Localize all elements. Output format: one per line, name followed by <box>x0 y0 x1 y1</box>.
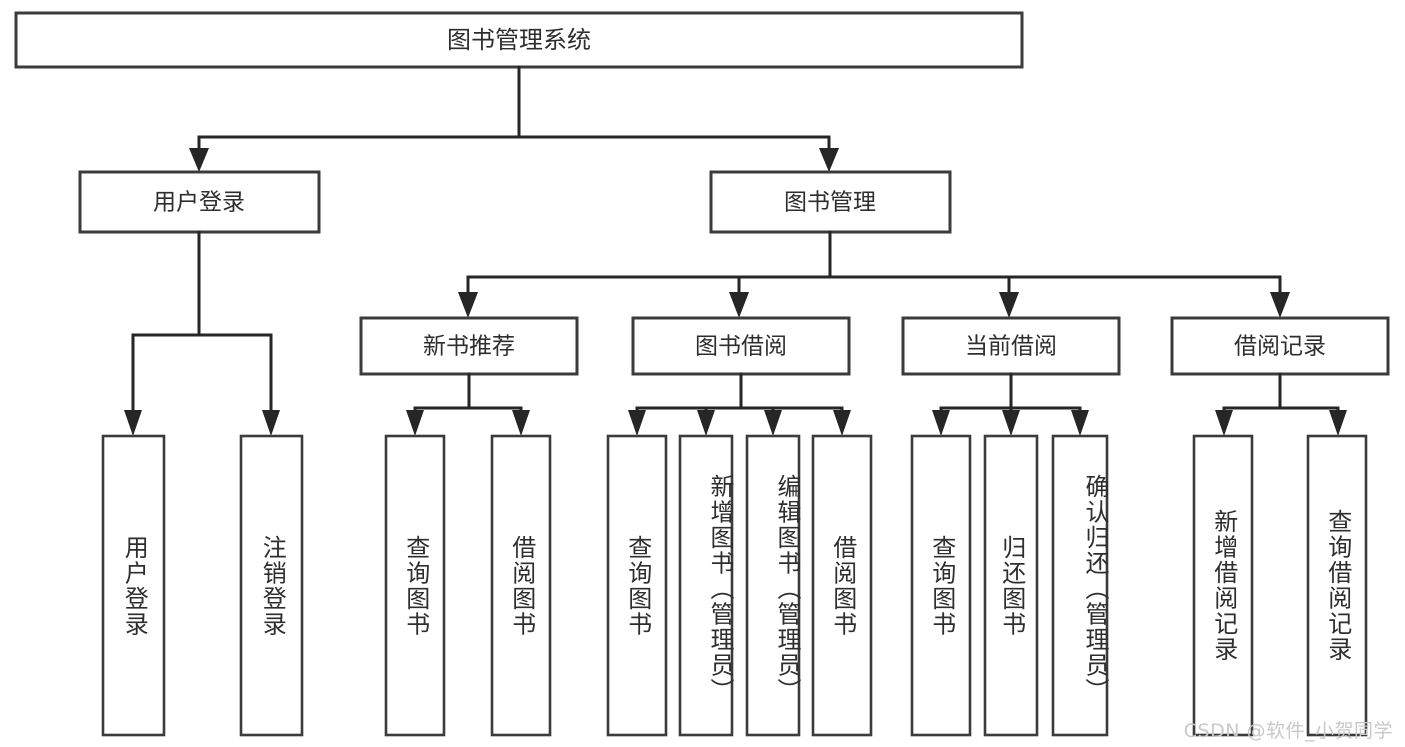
leaf-box-user-login-1[interactable] <box>101 434 166 737</box>
arrowhead-to-book-manage <box>819 148 839 172</box>
node-current-borrow[interactable]: 当前借阅 <box>901 316 1121 376</box>
arrowhead-to-current-borrow <box>999 292 1019 318</box>
leaf-box-current-borrow-3[interactable] <box>1051 434 1109 737</box>
node-user-login[interactable]: 用户登录 <box>78 170 321 234</box>
arrowhead-leaf-book-borrow-2 <box>697 410 715 436</box>
arrowhead-to-new-book <box>458 292 478 318</box>
leaf-box-new-book-1[interactable] <box>384 434 446 737</box>
arrowhead-to-book-borrow <box>729 292 749 318</box>
node-book-borrow[interactable]: 图书借阅 <box>631 316 851 376</box>
leaf-box-book-borrow-3[interactable] <box>745 434 801 737</box>
arrowhead-leaf-book-borrow-4 <box>833 410 851 436</box>
leaf-box-borrow-record-2[interactable] <box>1306 434 1368 737</box>
leaf-box-book-borrow-1[interactable] <box>606 434 668 737</box>
leaf-box-current-borrow-1[interactable] <box>910 434 972 737</box>
node-new-book[interactable]: 新书推荐 <box>359 316 579 376</box>
arrowhead-leaf-new-book-2 <box>512 410 530 436</box>
node-root-box <box>14 11 1024 69</box>
node-root-label: 图书管理系统 <box>447 26 591 54</box>
arrowhead-leaf-current-borrow-2 <box>1002 410 1020 436</box>
leaf-box-current-borrow-2[interactable] <box>983 434 1039 737</box>
node-book-borrow-label: 图书借阅 <box>695 334 787 360</box>
node-user-login-label: 用户登录 <box>153 190 245 216</box>
node-new-book-label: 新书推荐 <box>423 334 515 360</box>
arrowhead-leaf-book-borrow-1 <box>628 410 646 436</box>
node-root[interactable]: 图书管理系统 <box>14 11 1024 69</box>
node-book-manage-label: 图书管理 <box>784 190 876 216</box>
arrowhead-leaf-user-login-2 <box>262 410 280 436</box>
node-new-book-box <box>359 316 579 376</box>
arrowhead-leaf-new-book-1 <box>406 410 424 436</box>
arrowhead-to-borrow-record <box>1270 292 1290 318</box>
arrowhead-to-user-login <box>189 148 209 172</box>
node-book-manage[interactable]: 图书管理 <box>709 170 952 234</box>
node-book-manage-box <box>709 170 952 234</box>
node-book-borrow-box <box>631 316 851 376</box>
leaf-box-user-login-2[interactable] <box>239 434 304 737</box>
csdn-watermark: CSDN @软件_小贺同学 <box>1183 720 1393 742</box>
leaf-box-book-borrow-4[interactable] <box>811 434 873 737</box>
arrowhead-leaf-user-login-1 <box>124 410 142 436</box>
arrowhead-leaf-current-borrow-1 <box>932 410 950 436</box>
arrowhead-leaf-current-borrow-3 <box>1071 410 1089 436</box>
node-current-borrow-box <box>901 316 1121 376</box>
node-borrow-record[interactable]: 借阅记录 <box>1170 316 1390 376</box>
arrowhead-leaf-borrow-record-2 <box>1329 410 1347 436</box>
node-current-borrow-label: 当前借阅 <box>965 334 1057 360</box>
node-borrow-record-box <box>1170 316 1390 376</box>
leaf-box-new-book-2[interactable] <box>490 434 552 737</box>
arrowhead-leaf-book-borrow-3 <box>764 410 782 436</box>
leaf-box-book-borrow-2[interactable] <box>678 434 734 737</box>
arrowhead-leaf-borrow-record-1 <box>1215 410 1233 436</box>
leaf-box-borrow-record-1[interactable] <box>1192 434 1254 737</box>
node-borrow-record-label: 借阅记录 <box>1234 334 1326 360</box>
